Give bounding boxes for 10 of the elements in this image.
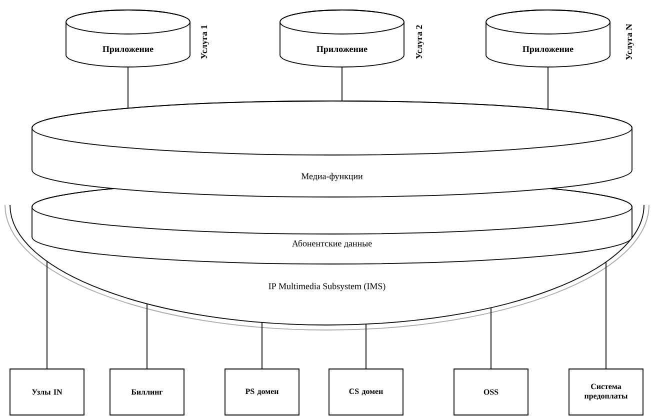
application-cylinder: Приложение: [280, 10, 404, 68]
service-label: Услуга 1: [201, 25, 209, 59]
connector-line: [146, 303, 148, 369]
disk-layer: Медиа-функции: [32, 100, 632, 198]
connector-line: [490, 307, 492, 369]
service-label: Услуга N: [626, 24, 634, 60]
application-cylinder: Приложение: [66, 10, 190, 68]
service-label: Услуга 2: [416, 25, 424, 59]
application-cylinder: Приложение: [486, 10, 610, 68]
connector-line: [46, 260, 48, 369]
